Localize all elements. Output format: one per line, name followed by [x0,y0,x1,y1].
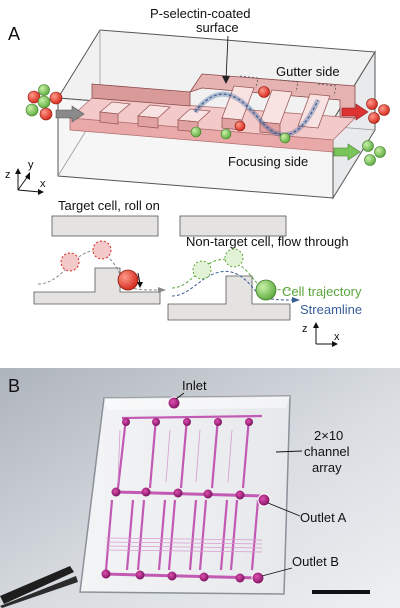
nontarget-green-cell [255,279,277,301]
array-label-line3: array [312,460,342,475]
outlet-green-cell [362,140,374,152]
inlet-port [167,396,181,410]
outlet-a-label: Outlet A [300,510,347,525]
inlet-red-cell [49,91,63,105]
channel-green-cell [279,132,291,144]
outlet-red-cell [366,98,378,110]
nontarget-cell-schematic: Non-target cell, flow through Cell traje… [167,215,362,321]
focusing-label: Focusing side [228,154,308,169]
gutter-label: Gutter side [276,64,340,79]
ports [101,396,271,585]
legend-trajectory: Cell trajectory [282,284,362,299]
inlet-red-cell [27,90,41,104]
channel-green-cell [220,128,232,140]
axis2-z: z [302,323,308,335]
outlet-a-port [257,493,271,507]
outlet-green-cell [374,146,386,158]
cells-in-device [25,84,390,166]
array-label-line2: channel [304,444,350,459]
flow-arrows [55,103,369,161]
channel-red-cell [234,120,246,132]
axis2-x: x [334,331,340,343]
axis-z: z [5,169,11,181]
serpentine-channels [105,429,263,553]
panel-a: A [5,6,390,347]
channel-green-cell [190,126,202,138]
inlet-green-cell [38,84,50,96]
target-cell-schematic: Target cell, roll on [33,198,166,305]
tweezers [0,566,78,608]
scale-bar [312,590,370,594]
target-red-cell [117,269,139,291]
xyz-axes: z y x [5,159,46,195]
microchannel [69,73,356,153]
axis-x: x [40,178,46,190]
channel-red-cell [258,86,270,98]
inlet-red-cell [39,107,53,121]
outlet-red-cell [368,112,380,124]
nontarget-caption: Non-target cell, flow through [186,234,349,249]
axis-y: y [28,159,34,171]
coating-label-line2: surface [196,20,239,35]
panel-b: B [0,368,400,608]
array-label-line1: 2×10 [314,428,343,443]
outlet-b-port [251,571,265,585]
outlet-red-cell [378,104,390,116]
inlet-green-cell [37,95,51,109]
outlet-green-cell [364,154,376,166]
target-caption: Target cell, roll on [58,198,160,213]
inlet-label: Inlet [182,378,207,393]
zx-axes: z x [302,322,340,347]
panel-a-label: A [8,24,20,44]
outlet-b-label: Outlet B [292,554,339,569]
coating-pointer [225,35,229,81]
legend-streamline: Streamline [300,302,362,317]
inlet-green-cell [25,103,39,117]
coating-label-line1: P-selectin-coated [150,6,250,21]
panel-b-label: B [8,376,20,396]
